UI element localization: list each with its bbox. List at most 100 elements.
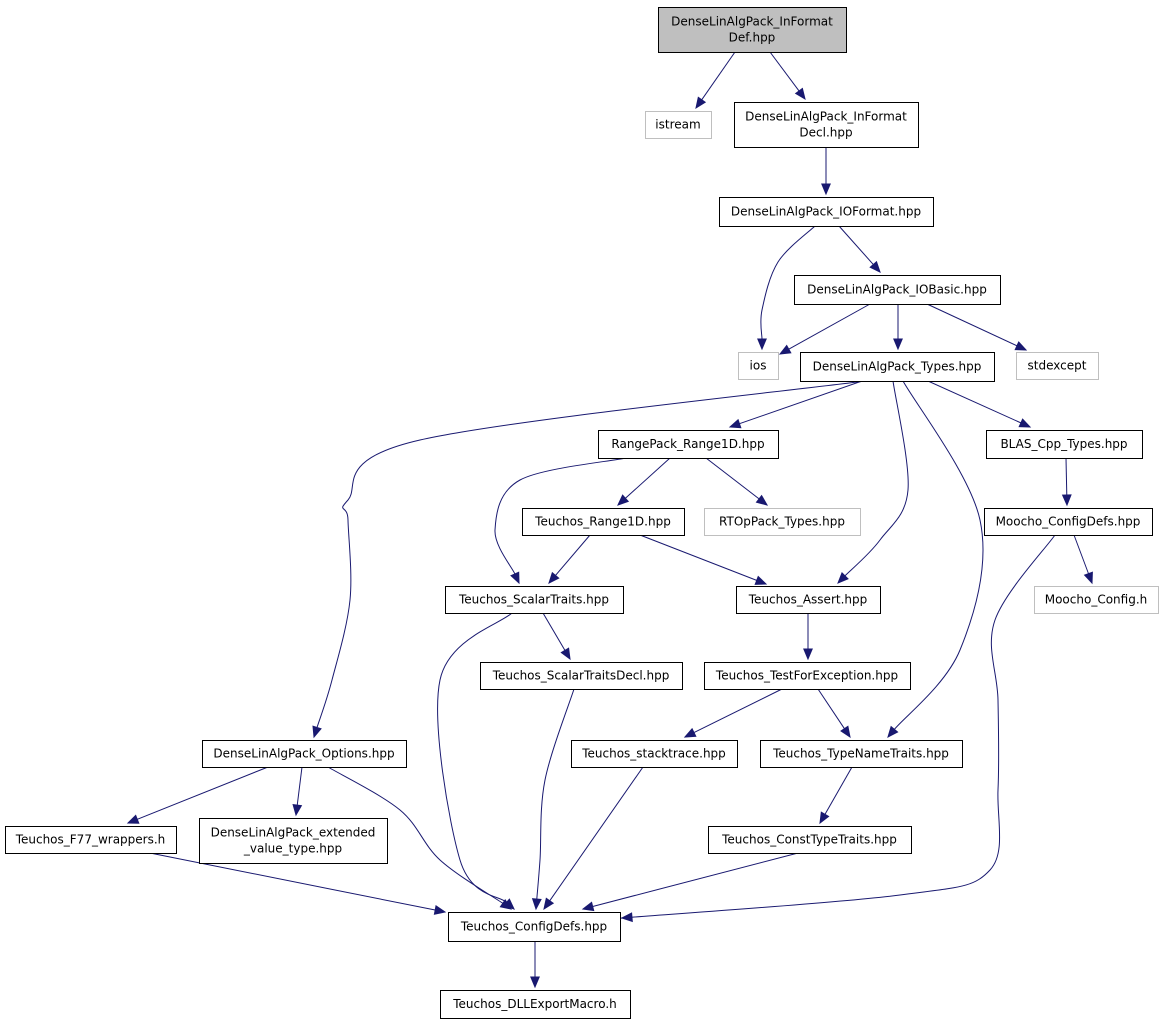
node-box	[800, 352, 995, 382]
edge-iobasic-to-stdexcept	[926, 303, 1028, 351]
arrowhead-icon	[548, 571, 560, 584]
arrowhead-icon	[754, 575, 768, 585]
edge-iobasic-to-ios	[778, 303, 871, 355]
node-box	[794, 275, 1001, 305]
edge-line	[824, 766, 853, 815]
node-options[interactable]: DenseLinAlgPack_Options.hpp	[202, 740, 407, 768]
edge-line	[549, 766, 644, 902]
edge-line	[494, 457, 627, 575]
node-label: DenseLinAlgPack_IOFormat.hpp	[731, 205, 921, 219]
node-testfor[interactable]: Teuchos_TestForException.hpp	[704, 662, 911, 690]
node-istream[interactable]: istream	[645, 111, 712, 139]
arrowhead-icon	[1061, 494, 1072, 507]
node-box	[1016, 352, 1099, 380]
node-box	[1034, 586, 1159, 614]
node-ios[interactable]: ios	[738, 352, 779, 380]
node-label: RangePack_Range1D.hpp	[611, 437, 764, 451]
node-scalar-decl[interactable]: Teuchos_ScalarTraitsDecl.hpp	[480, 662, 683, 690]
edge-line	[137, 766, 269, 820]
edge-line	[592, 852, 799, 907]
node-configdefs[interactable]: Teuchos_ConfigDefs.hpp	[448, 912, 621, 942]
edge-range1d-to-teu_range1d	[617, 457, 671, 506]
node-rtop[interactable]: RTOpPack_Types.hpp	[704, 508, 861, 536]
edge-line	[1065, 457, 1068, 496]
node-iobasic[interactable]: DenseLinAlgPack_IOBasic.hpp	[794, 275, 1001, 305]
edge-scalar_decl-to-configdefs	[531, 688, 575, 911]
node-f77[interactable]: Teuchos_F77_wrappers.h	[5, 826, 177, 854]
node-box	[736, 586, 881, 614]
node-stdexcept[interactable]: stdexcept	[1016, 352, 1099, 380]
node-label: _value_type.hpp	[243, 842, 342, 856]
edge-testfor-to-typename	[817, 688, 851, 739]
edge-line	[555, 534, 591, 576]
node-box	[598, 430, 779, 459]
edges-layer	[126, 51, 1093, 989]
edge-options-to-extended	[292, 766, 303, 817]
node-moocho-cfg[interactable]: Moocho_ConfigDefs.hpp	[984, 508, 1153, 536]
node-label: DenseLinAlgPack_IOBasic.hpp	[807, 283, 987, 297]
node-label: Teuchos_stacktrace.hpp	[581, 747, 726, 761]
edge-inf_def-to-inf_decl	[769, 51, 806, 101]
edge-line	[625, 457, 671, 499]
edge-teu_range1d-to-scalar	[548, 534, 591, 584]
arrowhead-icon	[530, 976, 540, 989]
edge-line	[894, 380, 984, 730]
edge-line	[817, 688, 845, 729]
node-label: Teuchos_F77_wrappers.h	[15, 833, 166, 847]
node-box	[708, 826, 912, 854]
node-scalar[interactable]: Teuchos_ScalarTraits.hpp	[445, 586, 624, 614]
node-box	[5, 826, 177, 854]
edge-line	[327, 766, 504, 904]
node-box	[658, 7, 847, 53]
node-box	[738, 352, 779, 380]
node-label: Teuchos_ConfigDefs.hpp	[460, 920, 607, 934]
edge-types-to-range1d	[728, 380, 863, 429]
arrowhead-icon	[433, 905, 447, 915]
arrowhead-icon	[837, 572, 849, 584]
arrowhead-icon	[695, 96, 707, 110]
edge-range1d-to-rtop	[705, 457, 769, 506]
node-consttype[interactable]: Teuchos_ConstTypeTraits.hpp	[708, 826, 912, 854]
edge-line	[1073, 534, 1089, 574]
edge-range1d-to-scalar	[494, 457, 627, 585]
node-assert[interactable]: Teuchos_Assert.hpp	[736, 586, 881, 614]
node-teu-range1d[interactable]: Teuchos_Range1D.hpp	[522, 508, 685, 536]
node-label: DenseLinAlgPack_extended	[211, 826, 376, 840]
node-types[interactable]: DenseLinAlgPack_Types.hpp	[800, 352, 995, 382]
arrowhead-icon	[581, 901, 595, 912]
node-dllexport[interactable]: Teuchos_DLLExportMacro.h	[440, 990, 631, 1019]
edge-iobasic-to-types	[893, 304, 903, 351]
node-stacktrace[interactable]: Teuchos_stacktrace.hpp	[571, 740, 738, 768]
arrowhead-icon	[620, 912, 633, 923]
edge-line	[693, 688, 783, 734]
node-ioformat[interactable]: DenseLinAlgPack_IOFormat.hpp	[719, 197, 934, 227]
arrowhead-icon	[499, 898, 513, 910]
edge-types-to-blas	[927, 380, 1032, 428]
arrowhead-icon	[778, 344, 792, 355]
edge-line	[701, 51, 736, 101]
arrowhead-icon	[803, 648, 813, 661]
arrowhead-icon	[821, 183, 831, 196]
arrowhead-icon	[794, 87, 806, 101]
node-typename[interactable]: Teuchos_TypeNameTraits.hpp	[760, 740, 963, 768]
node-extended[interactable]: DenseLinAlgPack_extended _value_type.hpp	[199, 818, 388, 864]
edge-consttype-to-configdefs	[581, 852, 799, 912]
node-label: Def.hpp	[729, 31, 776, 45]
node-moocho-h[interactable]: Moocho_Config.h	[1034, 586, 1159, 614]
node-range1d[interactable]: RangePack_Range1D.hpp	[598, 430, 779, 459]
node-box	[480, 662, 683, 690]
node-blas[interactable]: BLAS_Cpp_Types.hpp	[986, 430, 1143, 459]
edge-ioformat-to-ios	[757, 225, 816, 351]
node-label: Moocho_Config.h	[1045, 593, 1148, 607]
node-box	[704, 662, 911, 690]
node-label: Moocho_ConfigDefs.hpp	[996, 515, 1141, 529]
arrowhead-icon	[1014, 341, 1028, 351]
node-box	[645, 111, 712, 139]
edge-testfor-to-stacktrace	[683, 688, 783, 738]
edge-assert-to-testfor	[803, 613, 813, 661]
edge-line	[760, 225, 816, 340]
arrowhead-icon	[543, 897, 555, 911]
edge-types-to-assert	[837, 380, 909, 584]
